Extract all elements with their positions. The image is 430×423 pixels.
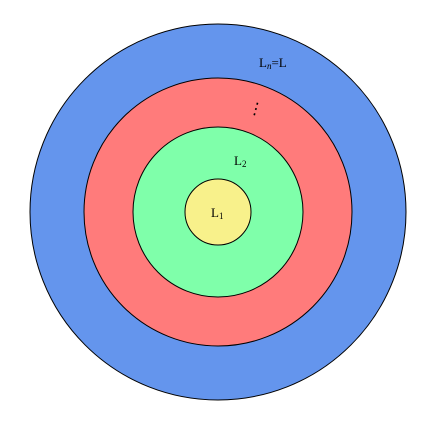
dots-red-ring: ⋮ xyxy=(246,99,266,120)
label-outer: Ln=L xyxy=(259,55,287,71)
label-green: L2 xyxy=(234,153,246,169)
label-inner: L1 xyxy=(211,205,223,221)
inner-circle xyxy=(184,178,252,246)
